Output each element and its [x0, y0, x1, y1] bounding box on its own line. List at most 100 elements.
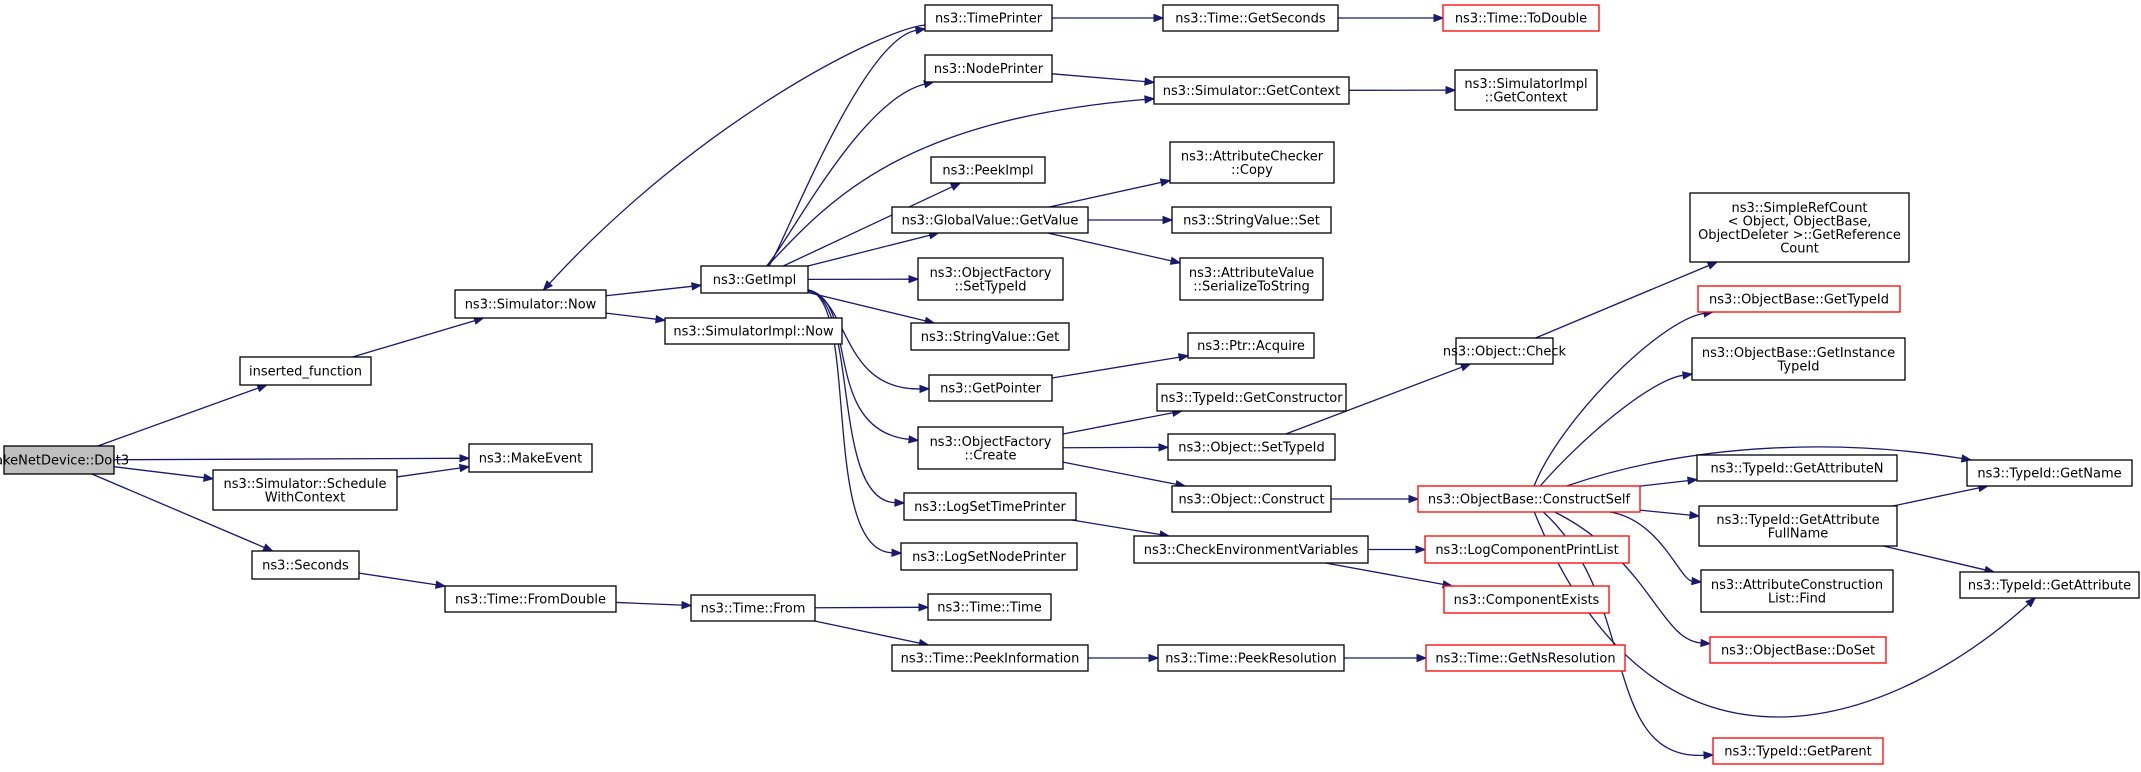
node-todouble[interactable]: ns3::Time::ToDouble [1442, 4, 1600, 32]
node-timeprinter[interactable]: ns3::TimePrinter [924, 4, 1053, 32]
node-box[interactable] [444, 585, 617, 613]
node-peekinfo[interactable]: ns3::Time::PeekInformation [891, 644, 1089, 672]
node-getnsres[interactable]: ns3::Time::GetNsResolution [1425, 644, 1626, 672]
node-box[interactable] [1425, 644, 1626, 672]
node-makeevent[interactable]: ns3::MakeEvent [468, 443, 593, 473]
node-box[interactable] [927, 593, 1052, 621]
node-tidgetparent[interactable]: ns3::TypeId::GetParent [1712, 737, 1884, 765]
node-nodeprinter[interactable]: ns3::NodePrinter [924, 54, 1053, 83]
node-box[interactable] [891, 644, 1089, 672]
node-logcompprint[interactable]: ns3::LogComponentPrintList [1424, 535, 1630, 564]
node-box[interactable] [1171, 206, 1332, 234]
node-box[interactable] [1167, 433, 1336, 461]
node-peekimpl[interactable]: ns3::PeekImpl [930, 156, 1046, 184]
node-simnow[interactable]: ns3::Simulator::Now [454, 289, 607, 319]
node-box[interactable] [1442, 4, 1600, 32]
node-peekres[interactable]: ns3::Time::PeekResolution [1157, 644, 1345, 672]
node-objcheck[interactable]: ns3::Object::Check [1443, 337, 1567, 365]
node-getimpl[interactable]: ns3::GetImpl [700, 265, 809, 294]
node-getseconds[interactable]: ns3::Time::GetSeconds [1162, 4, 1339, 32]
node-box[interactable] [1959, 571, 2140, 599]
node-obgettypeid[interactable]: ns3::ObjectBase::GetTypeId [1697, 285, 1901, 313]
node-box[interactable] [454, 289, 607, 319]
node-box[interactable] [924, 4, 1053, 32]
node-timetime[interactable]: ns3::Time::Time [927, 593, 1052, 621]
node-box[interactable] [928, 374, 1053, 402]
node-box[interactable] [1153, 76, 1350, 105]
node-tidgetname[interactable]: ns3::TypeId::GetName [1966, 459, 2133, 487]
node-box[interactable] [239, 356, 372, 386]
node-checkenv[interactable]: ns3::CheckEnvironmentVariables [1133, 535, 1369, 564]
node-box[interactable] [1691, 337, 1906, 381]
node-box[interactable] [700, 265, 809, 294]
node-box[interactable] [1696, 454, 1898, 482]
node-box[interactable] [1443, 585, 1610, 614]
node-box[interactable] [1133, 535, 1369, 564]
node-box[interactable] [1700, 569, 1894, 613]
node-avser[interactable]: ns3::AttributeValue::SerializeToString [1179, 257, 1324, 301]
node-box[interactable] [1171, 485, 1332, 513]
node-box[interactable] [468, 443, 593, 473]
node-box[interactable] [212, 469, 398, 511]
node-obdoset[interactable]: ns3::ObjectBase::DoSet [1709, 636, 1887, 664]
node-obconstructself[interactable]: ns3::ObjectBase::ConstructSelf [1417, 485, 1641, 513]
node-box[interactable] [1712, 737, 1884, 765]
node-simgetctx[interactable]: ns3::Simulator::GetContext [1153, 76, 1350, 105]
node-simimplnow[interactable]: ns3::SimulatorImpl::Now [664, 317, 843, 345]
node-box[interactable] [3, 445, 115, 475]
node-simimplctx[interactable]: ns3::SimulatorImpl::GetContext [1454, 69, 1598, 111]
node-box[interactable] [1698, 505, 1898, 547]
node-getpointer[interactable]: ns3::GetPointer [928, 374, 1053, 402]
node-box[interactable] [1417, 485, 1641, 513]
node-tidgetattrn[interactable]: ns3::TypeId::GetAttributeN [1696, 454, 1898, 482]
node-box[interactable] [1157, 644, 1345, 672]
node-logsetnode[interactable]: ns3::LogSetNodePrinter [900, 542, 1078, 571]
node-box[interactable] [664, 317, 843, 345]
node-svget[interactable]: ns3::StringValue::Get [910, 322, 1070, 351]
node-box[interactable] [930, 156, 1046, 184]
node-fromdouble[interactable]: ns3::Time::FromDouble [444, 585, 617, 613]
node-objconstruct[interactable]: ns3::Object::Construct [1171, 485, 1332, 513]
node-box[interactable] [1689, 192, 1910, 263]
node-box[interactable] [1454, 69, 1598, 111]
node-ptracq[interactable]: ns3::Ptr::Acquire [1187, 332, 1315, 359]
node-timefrom[interactable]: ns3::Time::From [690, 594, 816, 622]
node-seconds[interactable]: ns3::Seconds [251, 550, 360, 580]
node-objsettypeid[interactable]: ns3::Object::SetTypeId [1167, 433, 1336, 461]
node-box[interactable] [900, 542, 1078, 571]
node-accopy[interactable]: ns3::AttributeChecker::Copy [1169, 141, 1335, 184]
node-box[interactable] [1156, 383, 1347, 412]
node-ofsettypeid[interactable]: ns3::ObjectFactory::SetTypeId [917, 257, 1064, 301]
node-box[interactable] [1966, 459, 2133, 487]
node-box[interactable] [1187, 332, 1315, 359]
node-box[interactable] [891, 206, 1089, 234]
node-tidgetctor[interactable]: ns3::TypeId::GetConstructor [1156, 383, 1347, 412]
node-box[interactable] [1709, 636, 1887, 664]
node-simplerefcount[interactable]: ns3::SimpleRefCount< Object, ObjectBase,… [1689, 192, 1910, 263]
node-box[interactable] [1169, 141, 1335, 184]
node-box[interactable] [917, 257, 1064, 301]
node-inserted[interactable]: inserted_function [239, 356, 372, 386]
node-box[interactable] [690, 594, 816, 622]
node-box[interactable] [924, 54, 1053, 83]
node-box[interactable] [1455, 337, 1554, 365]
node-box[interactable] [917, 426, 1064, 470]
node-svset[interactable]: ns3::StringValue::Set [1171, 206, 1332, 234]
node-box[interactable] [1179, 257, 1324, 301]
node-box[interactable] [903, 492, 1077, 521]
node-box[interactable] [910, 322, 1070, 351]
node-compexists[interactable]: ns3::ComponentExists [1443, 585, 1610, 614]
node-box[interactable] [1697, 285, 1901, 313]
node-gvgetvalue[interactable]: ns3::GlobalValue::GetValue [891, 206, 1089, 234]
node-tidgetattr[interactable]: ns3::TypeId::GetAttribute [1959, 571, 2140, 599]
node-box[interactable] [1162, 4, 1339, 32]
node-ofcreate[interactable]: ns3::ObjectFactory::Create [917, 426, 1064, 470]
node-box[interactable] [1424, 535, 1630, 564]
node-logsettime[interactable]: ns3::LogSetTimePrinter [903, 492, 1077, 521]
node-box[interactable] [251, 550, 360, 580]
node-fakenet[interactable]: FakeNetDevice::Doit3 [0, 445, 129, 475]
